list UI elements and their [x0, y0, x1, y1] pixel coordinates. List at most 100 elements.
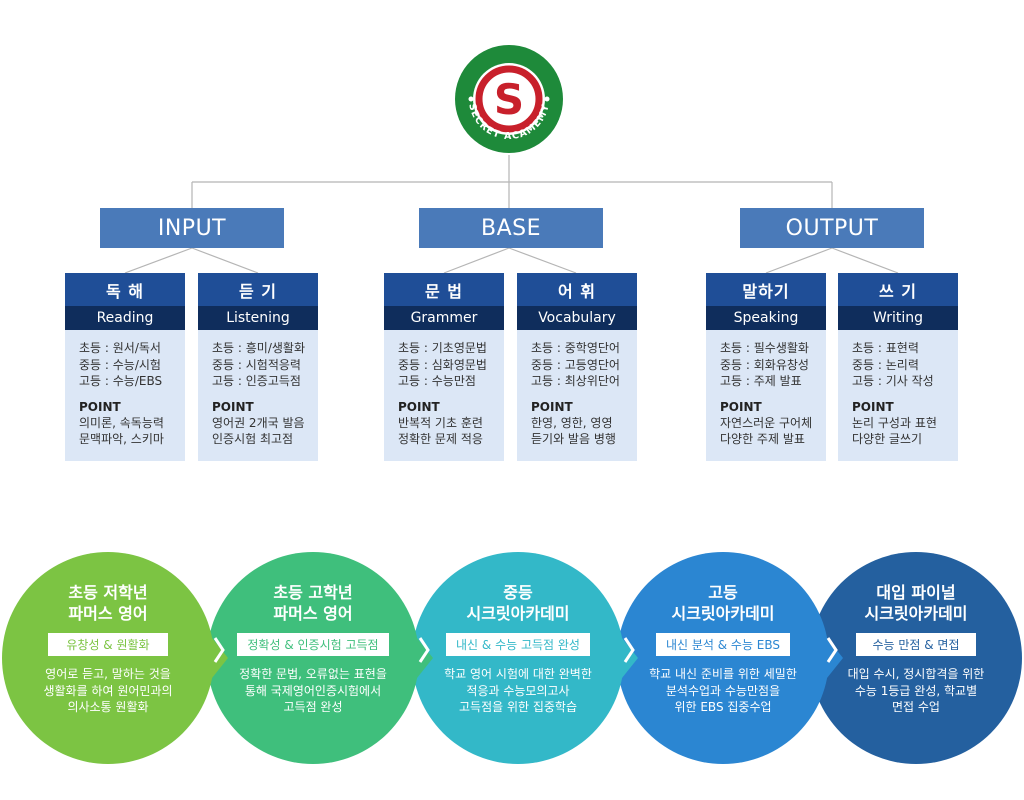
card-body: 초등 : 흥미/생활화 중등 : 시험적응력 고등 : 인증고득점 POINT …	[198, 330, 318, 448]
point-line: 반복적 기초 훈련	[398, 415, 483, 430]
card-title: 쓰 기	[838, 273, 958, 306]
category-input: INPUT	[100, 208, 284, 248]
logo-center	[473, 63, 545, 135]
stage-title: 중등 시크릿아카데미	[412, 582, 624, 624]
card-body: 초등 : 중학영단어 중등 : 고등영단어 고등 : 최상위단어 POINT 한…	[517, 330, 637, 448]
stage-college-final: 대입 파이널 시크릿아카데미 수능 만점 & 면접 대입 수시, 정시합격을 위…	[810, 552, 1022, 764]
point-line: 정확한 문제 적응	[398, 432, 483, 446]
level-middle: 중등 : 수능/시험	[79, 357, 161, 372]
level-elementary: 초등 : 중학영단어	[531, 341, 620, 355]
stage-badge: 내신 & 수능 고득점 완성	[446, 633, 590, 656]
stage-description: 학교 영어 시험에 대한 완벽한 적응과 수능모의고사 고득점을 위한 집중학습	[412, 666, 624, 716]
card-body: 초등 : 필수생활화 중등 : 회화유창성 고등 : 주제 발표 POINT 자…	[706, 330, 826, 448]
connector-fan-vocabulary	[508, 247, 577, 274]
card-vocabulary: 어 휘 Vocabulary 초등 : 중학영단어 중등 : 고등영단어 고등 …	[517, 273, 637, 461]
point-line: 영어권 2개국 발음	[212, 415, 305, 430]
stage-high-school: 고등 시크릿아카데미 내신 분석 & 수능 EBS 학교 내신 준비를 위한 세…	[617, 552, 843, 764]
level-high: 고등 : 최상위단어	[531, 374, 620, 388]
stage-desc-line: 면접 수업	[892, 700, 940, 714]
stage-title: 초등 저학년 파머스 영어	[2, 582, 214, 624]
stage-desc-line: 위한 EBS 집중수업	[674, 700, 772, 714]
point-line: 한영, 영한, 영영	[531, 415, 613, 430]
connector-fan-writing	[831, 247, 899, 274]
stage-desc-line: 분석수업과 수능만점을	[665, 683, 781, 698]
logo-dot-right	[544, 96, 550, 102]
point-lines: 영어권 2개국 발음 인증시험 최고점	[212, 415, 318, 448]
stage-pointer	[417, 638, 433, 678]
card-body: 초등 : 표현력 중등 : 논리력 고등 : 기사 작성 POINT 논리 구성…	[838, 330, 958, 448]
card-speaking: 말하기 Speaking 초등 : 필수생활화 중등 : 회화유창성 고등 : …	[706, 273, 826, 461]
card-levels: 초등 : 기초영문법 중등 : 심화영문법 고등 : 수능만점	[398, 340, 504, 390]
stage-desc-line: 학교 내신 준비를 위한 세밀한	[649, 667, 797, 681]
level-elementary: 초등 : 흥미/생활화	[212, 341, 305, 355]
secret-academy-logo: S SECRET ACAMEMY	[453, 43, 565, 155]
point-line: 인증시험 최고점	[212, 432, 294, 446]
stage-desc-line: 통해 국제영어인증시험에서	[244, 683, 382, 698]
card-subtitle: Writing	[838, 306, 958, 330]
logo-letter: S	[494, 75, 524, 124]
connector-fan-speaking	[765, 247, 833, 274]
stage-title: 대입 파이널 시크릿아카데미	[810, 582, 1022, 624]
stage-title-line: 초등 저학년	[68, 583, 148, 602]
stage-desc-line: 학교 영어 시험에 대한 완벽한	[444, 667, 592, 681]
card-subtitle: Grammer	[384, 306, 504, 330]
stage-elementary-upper: 초등 고학년 파머스 영어 정확성 & 인증시험 고득점 정확한 문법, 오류없…	[207, 552, 433, 764]
card-listening: 듣 기 Listening 초등 : 흥미/생활화 중등 : 시험적응력 고등 …	[198, 273, 318, 461]
chevron-right-icon	[213, 637, 225, 663]
level-elementary: 초등 : 원서/독서	[79, 341, 161, 355]
level-elementary: 초등 : 표현력	[852, 341, 919, 355]
point-line: 의미론, 속독능력	[79, 415, 164, 430]
stage-desc-line: 정확한 문법, 오류없는 표현을	[239, 667, 387, 681]
level-middle: 중등 : 시험적응력	[212, 357, 301, 372]
point-line: 듣기와 발음 병행	[531, 432, 616, 446]
point-lines: 반복적 기초 훈련 정확한 문제 적응	[398, 415, 504, 448]
category-base: BASE	[419, 208, 603, 248]
level-high: 고등 : 인증고득점	[212, 374, 301, 388]
stage-desc-line: 생활화를 하여 원어민과의	[43, 683, 173, 698]
stage-desc-line: 적응과 수능모의고사	[466, 683, 570, 698]
card-writing: 쓰 기 Writing 초등 : 표현력 중등 : 논리력 고등 : 기사 작성…	[838, 273, 958, 461]
level-elementary: 초등 : 필수생활화	[720, 341, 809, 355]
stage-badge: 유창성 & 원활화	[48, 633, 168, 656]
stage-badge: 내신 분석 & 수능 EBS	[655, 633, 791, 656]
stage-title-line: 고등	[708, 583, 738, 602]
point-lines: 의미론, 속독능력 문맥파악, 스키마	[79, 415, 185, 448]
card-title: 어 휘	[517, 273, 637, 306]
card-levels: 초등 : 중학영단어 중등 : 고등영단어 고등 : 최상위단어	[531, 340, 637, 390]
card-title: 문 법	[384, 273, 504, 306]
point-label: POINT	[212, 399, 254, 414]
stage-pointer	[622, 638, 638, 678]
level-middle: 중등 : 심화영문법	[398, 357, 487, 372]
stage-title: 고등 시크릿아카데미	[617, 582, 829, 624]
card-title: 듣 기	[198, 273, 318, 306]
stage-description: 대입 수시, 정시합격을 위한 수능 1등급 완성, 학교별 면접 수업	[810, 666, 1022, 716]
point-lines: 논리 구성과 표현 다양한 글쓰기	[852, 415, 958, 448]
stage-desc-line: 고득점 완성	[283, 700, 343, 714]
card-body: 초등 : 원서/독서 중등 : 수능/시험 고등 : 수능/EBS POINT …	[65, 330, 185, 448]
point-line: 자연스러운 구어체	[720, 415, 813, 430]
point-label: POINT	[79, 399, 121, 414]
stage-title: 초등 고학년 파머스 영어	[207, 582, 419, 624]
connector-fan-reading	[124, 247, 193, 274]
stage-desc-line: 의사소통 원활화	[67, 700, 149, 714]
point-lines: 한영, 영한, 영영 듣기와 발음 병행	[531, 415, 637, 448]
stage-pointer	[212, 638, 228, 678]
stage-title-line: 파머스 영어	[273, 604, 353, 623]
point-label: POINT	[852, 399, 894, 414]
card-grammer: 문 법 Grammer 초등 : 기초영문법 중등 : 심화영문법 고등 : 수…	[384, 273, 504, 461]
stage-title-line: 시크릿아카데미	[864, 604, 968, 623]
stage-title-line: 중등	[503, 583, 533, 602]
chevron-right-icon	[418, 637, 430, 663]
stage-description: 학교 내신 준비를 위한 세밀한 분석수업과 수능만점을 위한 EBS 집중수업	[617, 666, 829, 716]
logo-emblem: S SECRET ACAMEMY	[455, 45, 563, 153]
level-high: 고등 : 기사 작성	[852, 374, 934, 388]
card-body: 초등 : 기초영문법 중등 : 심화영문법 고등 : 수능만점 POINT 반복…	[384, 330, 504, 448]
stage-pointer	[827, 638, 843, 678]
stage-title-line: 시크릿아카데미	[466, 604, 570, 623]
stage-description: 정확한 문법, 오류없는 표현을 통해 국제영어인증시험에서 고득점 완성	[207, 666, 419, 716]
stage-title-line: 파머스 영어	[68, 604, 148, 623]
card-subtitle: Vocabulary	[517, 306, 637, 330]
point-line: 논리 구성과 표현	[852, 415, 937, 430]
